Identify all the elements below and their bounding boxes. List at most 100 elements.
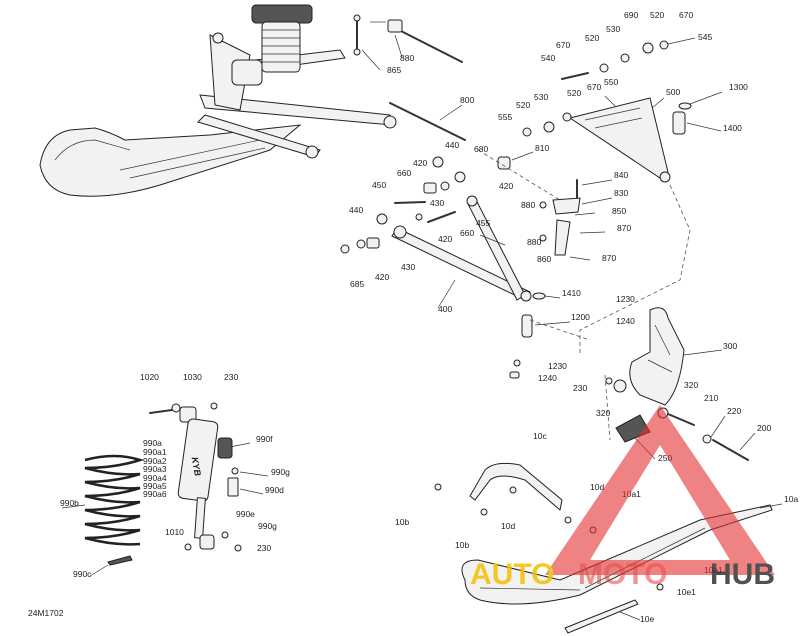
part-label-l530a: 530: [606, 24, 620, 34]
part-label-l230c: 230: [257, 543, 271, 553]
part-label-l990a: 990a: [143, 438, 162, 448]
part-label-l1240a: 1240: [616, 316, 635, 326]
part-label-l870b: 870: [602, 253, 616, 263]
steering-rod-group: [353, 14, 466, 141]
part-label-l520d: 520: [516, 100, 530, 110]
part-label-l430b: 430: [401, 262, 415, 272]
part-label-l520c: 520: [567, 88, 581, 98]
part-label-l685: 685: [350, 279, 364, 289]
part-label-l520b: 520: [585, 33, 599, 43]
part-label-l320b: 320: [596, 408, 610, 418]
part-label-l850: 850: [612, 206, 626, 216]
part-label-l1020: 1020: [140, 372, 159, 382]
watermark-moto: MOTO: [578, 558, 667, 591]
part-label-l430a: 430: [430, 198, 444, 208]
part-label-l990a2: 990a2: [143, 456, 167, 466]
part-label-l990d: 990d: [265, 485, 284, 495]
part-label-l400: 400: [438, 304, 452, 314]
coil-spring: [84, 454, 145, 566]
part-label-l990c: 990c: [73, 569, 92, 579]
part-label-l670b: 670: [556, 40, 570, 50]
part-label-l990a4: 990a4: [143, 473, 167, 483]
part-label-l1200: 1200: [571, 312, 590, 322]
part-label-l990g1: 990g: [271, 467, 290, 477]
part-label-l865: 865: [387, 65, 401, 75]
part-label-l880b: 880: [521, 200, 535, 210]
part-label-l420a: 420: [413, 158, 427, 168]
part-label-l1030: 1030: [183, 372, 202, 382]
part-label-l10c: 10c: [533, 431, 547, 441]
part-label-l530b: 530: [534, 92, 548, 102]
part-label-l990e: 990e: [236, 509, 255, 519]
part-label-l1230a: 1230: [616, 294, 635, 304]
part-label-l10d2: 10d: [501, 521, 515, 531]
bracket-group: [539, 179, 606, 261]
part-label-l250: 250: [658, 453, 672, 463]
part-label-l680: 680: [474, 144, 488, 154]
part-label-l990g2: 990g: [258, 521, 277, 531]
part-label-l10a: 10a: [784, 494, 798, 504]
alignment-lines: [477, 149, 691, 441]
part-label-l450: 450: [372, 180, 386, 190]
part-label-l670a: 670: [679, 10, 693, 20]
watermark-auto: AUTO: [470, 558, 554, 591]
part-label-l870a: 870: [617, 223, 631, 233]
part-label-l990a1: 990a1: [143, 447, 167, 457]
part-label-l990a3: 990a3: [143, 464, 167, 474]
part-label-l420c: 420: [438, 234, 452, 244]
diagram-code: 24M1702: [28, 608, 64, 618]
part-label-l810: 810: [535, 143, 549, 153]
part-label-l990a5: 990a5: [143, 481, 167, 491]
shock-absorber: KYB: [149, 402, 242, 552]
part-label-l1010: 1010: [165, 527, 184, 537]
upper-a-arm: [497, 40, 692, 183]
watermark-hub: HUB: [710, 558, 775, 591]
part-label-l1230b: 1230: [548, 361, 567, 371]
part-label-l545: 545: [698, 32, 712, 42]
part-label-l420b: 420: [499, 181, 513, 191]
leader-lines: [61, 34, 783, 621]
part-label-l690: 690: [624, 10, 638, 20]
part-label-l540: 540: [541, 53, 555, 63]
lower-a-arm: [340, 156, 546, 379]
part-label-l10e: 10e: [640, 614, 654, 624]
part-label-l230a: 230: [224, 372, 238, 382]
part-label-l550: 550: [604, 77, 618, 87]
part-label-l230b: 230: [573, 383, 587, 393]
part-label-l10d1: 10d: [590, 482, 604, 492]
part-label-l440a: 440: [445, 140, 459, 150]
part-label-l1300: 1300: [729, 82, 748, 92]
part-label-l860: 860: [537, 254, 551, 264]
assembled-suspension: [39, 4, 397, 197]
part-label-l990b: 990b: [60, 498, 79, 508]
watermark-logo-triangle: [545, 405, 775, 575]
part-label-l840: 840: [614, 170, 628, 180]
shock-logo: KYB: [190, 456, 203, 477]
part-label-l800: 800: [460, 95, 474, 105]
part-label-l670c: 670: [587, 82, 601, 92]
part-label-l880c: 880: [527, 237, 541, 247]
part-label-l200: 200: [757, 423, 771, 433]
part-label-l520a: 520: [650, 10, 664, 20]
part-label-l1410: 1410: [562, 288, 581, 298]
part-label-l660a: 660: [397, 168, 411, 178]
part-label-l990a6: 990a6: [143, 489, 167, 499]
part-label-l300: 300: [723, 341, 737, 351]
part-label-l10b2: 10b: [455, 540, 469, 550]
part-label-l660b: 660: [460, 228, 474, 238]
part-label-l320a: 320: [684, 380, 698, 390]
part-label-l830: 830: [614, 188, 628, 198]
part-label-l10b1: 10b: [395, 517, 409, 527]
part-label-l880a: 880: [400, 53, 414, 63]
part-label-l210: 210: [704, 393, 718, 403]
watermark: AUTO MOTO HUB: [470, 405, 775, 591]
part-label-l220: 220: [727, 406, 741, 416]
part-label-l1240b: 1240: [538, 373, 557, 383]
part-label-l555: 555: [498, 112, 512, 122]
part-label-l10a1a: 10a1: [622, 489, 641, 499]
part-label-l990f: 990f: [256, 434, 273, 444]
part-label-l455: 455: [476, 218, 490, 228]
